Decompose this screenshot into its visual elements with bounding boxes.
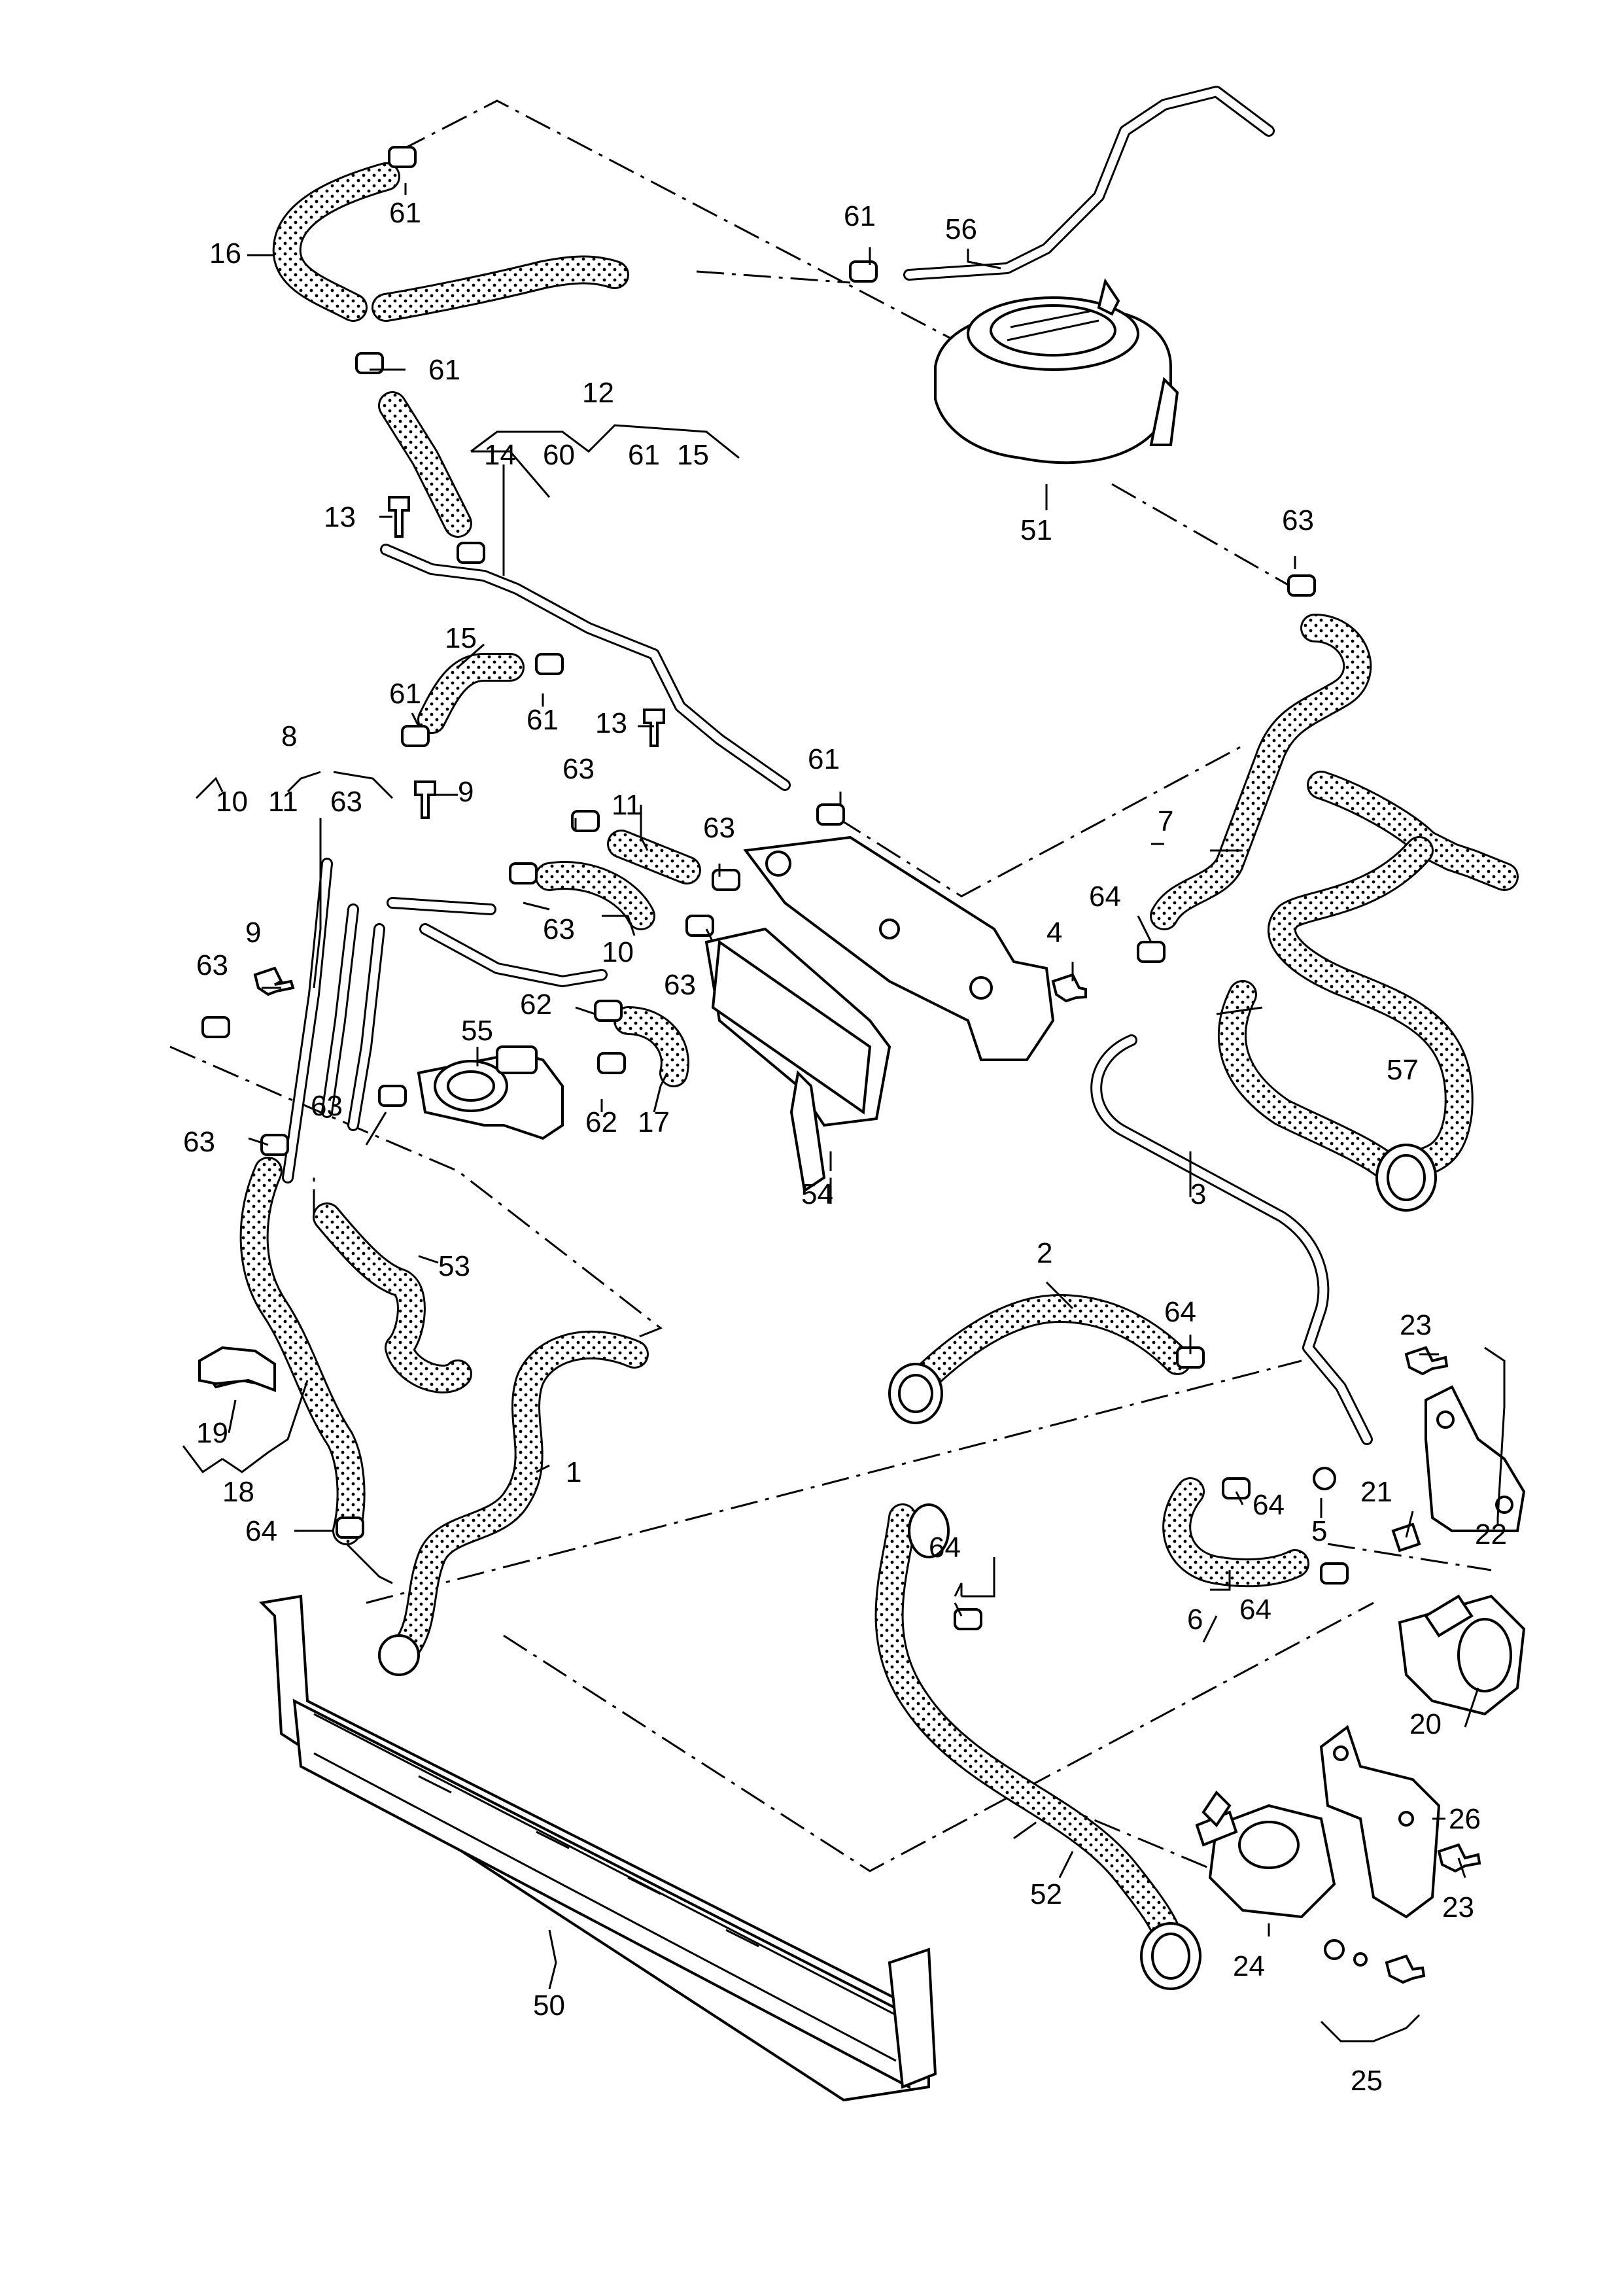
bracket-22 bbox=[1425, 1385, 1526, 1532]
label-12: 12 bbox=[582, 377, 614, 409]
label-8: 8 bbox=[281, 720, 297, 752]
label-14: 14 bbox=[484, 439, 516, 471]
label-15-group: 15 bbox=[677, 439, 709, 471]
label-15: 15 bbox=[445, 622, 477, 654]
label-63-right: 63 bbox=[1282, 504, 1314, 536]
label-63-group: 63 bbox=[330, 786, 362, 818]
label-3: 3 bbox=[1190, 1178, 1206, 1210]
label-63-egr-low: 63 bbox=[664, 969, 696, 1001]
label-61-mid: 61 bbox=[527, 704, 559, 736]
label-13-mid: 13 bbox=[595, 707, 627, 739]
label-20: 20 bbox=[1409, 1708, 1442, 1740]
label-63-thermo: 63 bbox=[311, 1090, 343, 1122]
label-26: 26 bbox=[1449, 1803, 1481, 1835]
leader-lines bbox=[182, 183, 1506, 2042]
label-9-left: 9 bbox=[245, 917, 261, 949]
radiator bbox=[258, 1594, 937, 2102]
label-55: 55 bbox=[461, 1015, 493, 1047]
label-64-left: 64 bbox=[245, 1515, 277, 1547]
label-52: 52 bbox=[1030, 1878, 1062, 1910]
label-24: 24 bbox=[1233, 1950, 1265, 1982]
label-60: 60 bbox=[543, 439, 575, 471]
label-23-top: 23 bbox=[1400, 1309, 1432, 1341]
label-62-bottom: 62 bbox=[585, 1106, 617, 1138]
label-17: 17 bbox=[638, 1106, 670, 1138]
coolant-hoses bbox=[239, 162, 1519, 1964]
label-61-group: 61 bbox=[628, 439, 660, 471]
label-61-tank: 61 bbox=[844, 200, 876, 232]
auxiliary-coolant-pump-20 bbox=[1398, 1594, 1526, 1716]
label-64-lower: 64 bbox=[1239, 1594, 1271, 1626]
label-50: 50 bbox=[533, 1989, 565, 2022]
label-63-left: 63 bbox=[196, 949, 228, 981]
label-23-bottom: 23 bbox=[1442, 1891, 1474, 1923]
label-61-pipe: 61 bbox=[428, 354, 460, 386]
label-61-top: 61 bbox=[389, 197, 421, 229]
label-2: 2 bbox=[1037, 1237, 1052, 1269]
label-9-top: 9 bbox=[458, 776, 474, 808]
label-11: 11 bbox=[612, 789, 642, 821]
label-5: 5 bbox=[1311, 1515, 1327, 1547]
label-22: 22 bbox=[1475, 1518, 1507, 1550]
auxiliary-coolant-pump-24 bbox=[1195, 1790, 1336, 1919]
label-61-egr: 61 bbox=[808, 743, 840, 775]
label-64-pump: 64 bbox=[929, 1532, 961, 1564]
label-63-lower-left: 63 bbox=[183, 1126, 215, 1158]
label-25: 25 bbox=[1351, 2065, 1383, 2097]
bracket-26 bbox=[1319, 1725, 1441, 1919]
label-57: 57 bbox=[1387, 1054, 1419, 1086]
label-63-hose: 63 bbox=[703, 812, 735, 844]
label-61-mid-left: 61 bbox=[389, 678, 421, 710]
clip bbox=[198, 1346, 276, 1392]
label-18: 18 bbox=[222, 1476, 254, 1508]
label-63-middle: 63 bbox=[543, 913, 575, 945]
bolts bbox=[253, 496, 1481, 1984]
label-64-mid: 64 bbox=[1253, 1489, 1285, 1521]
label-10: 10 bbox=[602, 936, 634, 968]
thermostat-housing bbox=[417, 1045, 564, 1140]
label-10-group: 10 bbox=[216, 786, 248, 818]
label-11-group: 11 bbox=[268, 786, 298, 818]
label-21: 21 bbox=[1360, 1476, 1392, 1508]
hose-ends bbox=[378, 1144, 1437, 1990]
label-13-left: 13 bbox=[324, 501, 356, 533]
label-62-top: 62 bbox=[520, 989, 552, 1021]
label-7: 7 bbox=[1158, 805, 1173, 837]
label-19: 19 bbox=[196, 1417, 228, 1449]
label-4: 4 bbox=[1046, 917, 1062, 949]
egr-cooler-module bbox=[704, 835, 1055, 1193]
label-63-egr-top: 63 bbox=[562, 753, 595, 785]
expansion-tank bbox=[934, 278, 1179, 464]
part-labels: 16 61 61 56 61 12 14 60 61 15 13 51 63 1… bbox=[183, 197, 1507, 2097]
label-51: 51 bbox=[1020, 514, 1052, 546]
label-1: 1 bbox=[566, 1456, 581, 1488]
label-64-right-top: 64 bbox=[1089, 881, 1121, 913]
label-54: 54 bbox=[801, 1178, 833, 1210]
label-64-upper: 64 bbox=[1164, 1296, 1196, 1328]
label-56: 56 bbox=[945, 213, 977, 245]
label-6: 6 bbox=[1187, 1603, 1203, 1636]
label-53: 53 bbox=[438, 1250, 470, 1282]
label-16: 16 bbox=[209, 237, 241, 270]
